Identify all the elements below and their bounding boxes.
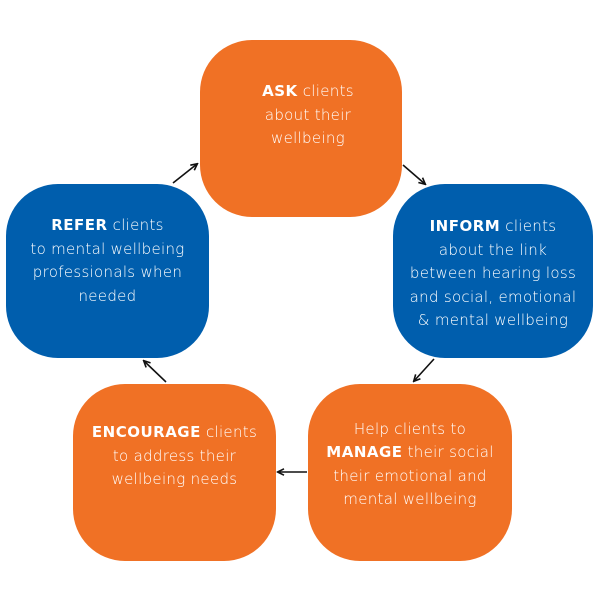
- step-ask-line-1: ASK clients: [262, 80, 354, 104]
- step-ask-line-3: wellbeing: [271, 129, 345, 148]
- step-manage-keyword: MANAGE: [326, 443, 403, 461]
- arrow-inform-to-manage: [414, 358, 435, 381]
- step-ask-box: ASK clients about their wellbeing: [200, 40, 402, 217]
- step-manage-line-4: mental wellbeing: [343, 490, 477, 508]
- step-encourage-keyword: ENCOURAGE: [91, 423, 201, 442]
- step-ask-keyword: ASK: [262, 82, 298, 101]
- step-manage-line-2: MANAGE their social: [326, 441, 493, 465]
- step-refer-line-2: to mental wellbeing: [30, 239, 185, 258]
- step-inform-text: clients: [505, 217, 557, 236]
- step-manage-line-1: Help clients to: [353, 419, 467, 438]
- step-refer-keyword: REFER: [51, 216, 108, 234]
- step-inform-line-3: between hearing loss: [409, 264, 577, 283]
- arrow-ask-to-inform: [402, 164, 425, 184]
- step-refer-line-4: needed: [78, 286, 137, 305]
- step-inform-box: INFORM clients about the link between he…: [393, 184, 593, 358]
- step-ask-line-2: about their: [264, 105, 352, 124]
- step-inform-line-5: & mental wellbeing: [417, 311, 569, 330]
- step-encourage-box: ENCOURAGE clients to address their wellb…: [73, 384, 276, 561]
- step-refer-text: clients: [112, 216, 164, 234]
- step-inform-line-4: and social, emotional: [409, 287, 577, 306]
- step-ask-text: clients: [302, 82, 354, 101]
- step-refer-line-1: REFER clients: [51, 214, 164, 238]
- arrow-encourage-to-refer: [144, 361, 167, 383]
- step-inform-keyword: INFORM: [429, 217, 501, 236]
- step-encourage-line-1: ENCOURAGE clients: [92, 421, 257, 445]
- step-manage-box: Help clients to MANAGE their social thei…: [308, 384, 512, 561]
- step-manage-text: their social: [407, 443, 494, 461]
- step-refer-line-3: professionals when: [32, 263, 183, 281]
- step-encourage-text: clients: [205, 423, 258, 442]
- step-encourage-line-2: to address their: [112, 446, 237, 465]
- step-inform-line-2: about the link: [438, 240, 548, 259]
- step-refer-box: REFER clients to mental wellbeing profes…: [6, 184, 209, 358]
- step-inform-line-1: INFORM clients: [430, 215, 557, 239]
- step-manage-line-3: their emotional and: [333, 466, 487, 485]
- arrow-refer-to-ask: [172, 164, 197, 184]
- step-encourage-line-3: wellbeing needs: [111, 470, 238, 489]
